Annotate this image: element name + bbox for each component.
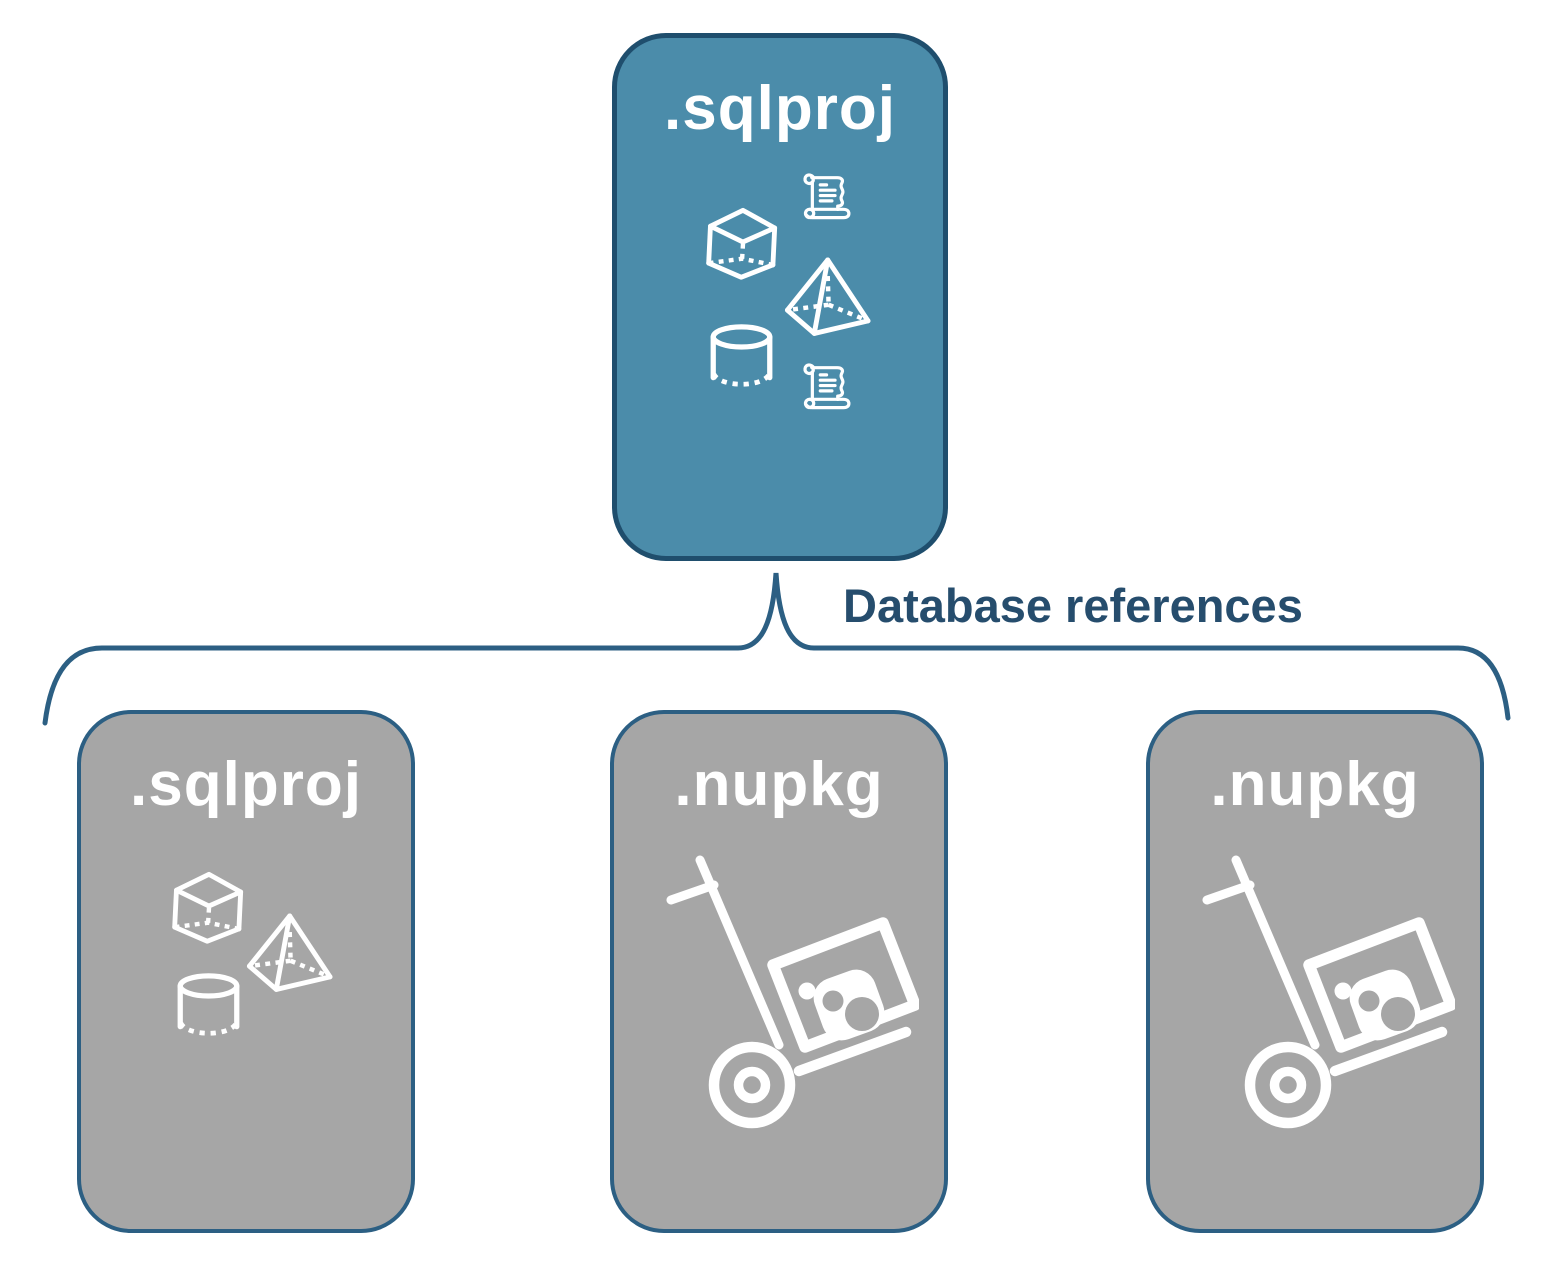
- hand-truck-package-icon: [1195, 855, 1455, 1130]
- database-references-label: Database references: [843, 579, 1303, 632]
- card-title: .nupkg: [1210, 750, 1420, 819]
- child-sqlproj-card: .sqlproj: [77, 710, 415, 1233]
- script-scroll-icon: [800, 361, 854, 411]
- cylinder-icon: [705, 324, 778, 393]
- card-title: .nupkg: [674, 750, 884, 819]
- card-title: .sqlproj: [664, 74, 896, 143]
- pyramid-icon: [780, 251, 879, 337]
- cube-icon: [699, 196, 787, 281]
- cylinder-icon: [172, 973, 245, 1042]
- hand-truck-package-icon: [659, 855, 919, 1130]
- pyramid-icon: [242, 907, 341, 993]
- cube-icon: [165, 860, 253, 945]
- script-scroll-icon: [800, 171, 854, 221]
- root-sqlproj-card: .sqlproj: [612, 33, 948, 561]
- curly-brace-connector: [42, 572, 1511, 726]
- card-title: .sqlproj: [130, 750, 362, 819]
- child-nupkg-card: .nupkg: [1146, 710, 1484, 1233]
- child-nupkg-card: .nupkg: [610, 710, 948, 1233]
